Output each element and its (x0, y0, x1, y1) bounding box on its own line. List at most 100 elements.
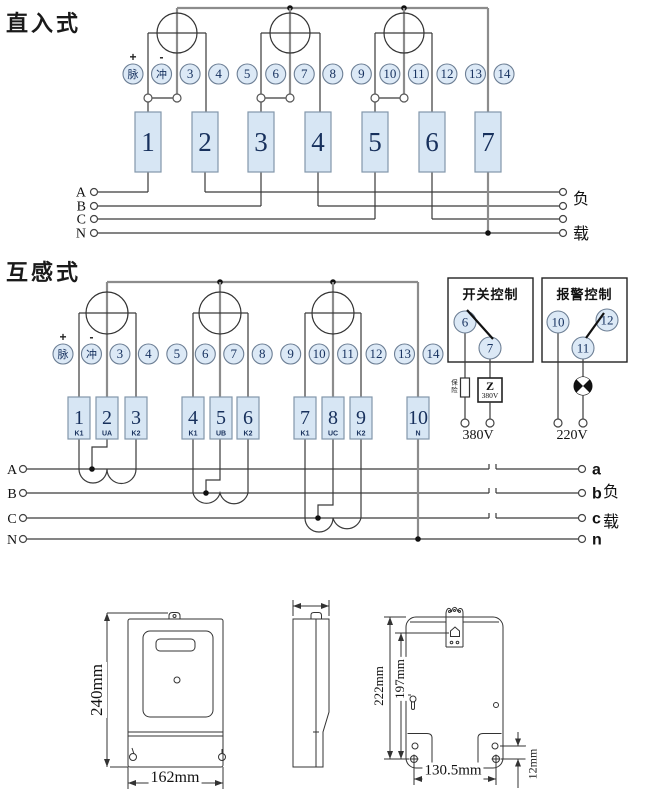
output-terminal (460, 418, 470, 428)
terminal-box-sublabel: K1 (301, 431, 310, 438)
junction-dot (203, 490, 209, 496)
terminal-box-sublabel: K1 (75, 431, 84, 438)
terminal-label: 脉 (128, 67, 139, 81)
control-terminal-label: 7 (487, 341, 494, 356)
terminal-box (247, 111, 275, 173)
terminal-circle (393, 343, 416, 365)
ct-coil (304, 517, 362, 533)
meter-element (383, 12, 425, 54)
terminal-circle (422, 343, 444, 365)
dim-arrow (387, 617, 393, 625)
pulse-minus-label: - (89, 330, 93, 344)
control-terminal-label: 6 (462, 315, 469, 330)
switch-blade (585, 312, 605, 339)
bus-label: C (77, 213, 86, 228)
bus-terminal (577, 534, 587, 544)
terminal-box-sublabel: K2 (357, 431, 366, 438)
terminal-box-sublabel: UC (328, 431, 338, 438)
bus-terminal (89, 214, 99, 224)
terminal-box (124, 396, 148, 440)
terminal-box (406, 396, 430, 440)
terminal-circle (166, 343, 188, 365)
bus-terminal (89, 228, 99, 238)
section-title-ct: 互感式 (6, 260, 82, 285)
terminal-label: 11 (412, 66, 425, 81)
control-terminal (571, 336, 595, 360)
dim-arrow (515, 759, 521, 767)
junction-dot (89, 466, 95, 472)
terminal-circle (236, 63, 258, 85)
voltage-tap (205, 439, 221, 493)
dim-arrow (387, 751, 393, 759)
control-terminal-label: 12 (601, 313, 614, 328)
terminal-box-sublabel: K2 (244, 431, 253, 438)
front-center-hole (173, 676, 181, 684)
bus-terminal (558, 201, 568, 211)
junction-dot (401, 5, 407, 11)
bus-terminal (18, 464, 28, 474)
back-view-outline (405, 616, 504, 769)
ct-load-label-top: 负 (603, 484, 620, 501)
terminal-label: 9 (358, 66, 365, 81)
dim-back-height-inner: 197mm (392, 657, 408, 701)
front-display-window (155, 638, 196, 652)
terminal-label: 9 (287, 346, 294, 361)
terminal-box-number: 2 (102, 407, 112, 429)
terminal-label: 脉 (58, 347, 69, 361)
alarm-output-voltage: 220V (556, 428, 588, 443)
terminal-label: 4 (215, 66, 222, 81)
back-cutout (407, 733, 433, 768)
terminal-box-sublabel: UB (216, 431, 226, 438)
terminal-label: 13 (469, 66, 482, 81)
terminal-box-sublabel: UA (102, 431, 112, 438)
terminal-label: 冲 (86, 347, 97, 361)
alarm-lamp-quadrant (576, 377, 590, 386)
bus-label: N (76, 227, 86, 242)
bus-terminal (558, 214, 568, 224)
junction-dot (415, 536, 421, 542)
meter-element (156, 12, 198, 54)
terminal-box-number: 1 (141, 127, 155, 157)
dim-arrow (293, 603, 301, 609)
terminal-circle (365, 343, 387, 365)
terminal-label: 14 (426, 346, 440, 361)
bus-terminal (18, 488, 28, 498)
terminal-circle (223, 343, 245, 365)
terminal-circle (122, 63, 144, 85)
fuse (459, 377, 471, 398)
bus-terminal (577, 488, 587, 498)
terminal-circle (308, 343, 330, 365)
terminal-label: 冲 (156, 67, 167, 81)
terminal-label: 10 (383, 66, 396, 81)
dim-arrow (104, 613, 110, 621)
bus-label: c (592, 511, 601, 528)
wire (411, 707, 415, 710)
bus-terminal (89, 201, 99, 211)
terminal-circle (179, 63, 201, 85)
terminal-circle (208, 63, 230, 85)
circle (453, 609, 456, 612)
terminal-box-sublabel: K2 (132, 431, 141, 438)
bus-label: B (7, 487, 16, 502)
terminal-label: 14 (498, 66, 512, 81)
terminal-box-number: 7 (481, 127, 495, 157)
back-mount-hole (491, 742, 499, 750)
front-seal-screw (129, 753, 137, 761)
dim-arrow (414, 776, 422, 782)
terminal-box (236, 396, 260, 440)
terminal-box-number: 7 (300, 407, 310, 429)
terminal-label: 7 (231, 346, 238, 361)
terminal-label: 12 (440, 66, 453, 81)
z-load-label: Z (485, 379, 494, 393)
dim-back-height-outer: 222mm (371, 664, 387, 708)
terminal-circle (251, 343, 273, 365)
terminal-box-number: 1 (74, 407, 84, 429)
z-load-voltage: 380V (481, 391, 499, 400)
terminal-label: 12 (370, 346, 383, 361)
terminal-circle (150, 63, 173, 85)
ct-coil (78, 468, 137, 485)
dim-arrow (398, 633, 404, 641)
bus-label: N (7, 533, 17, 548)
back-mount-hole (411, 742, 419, 750)
